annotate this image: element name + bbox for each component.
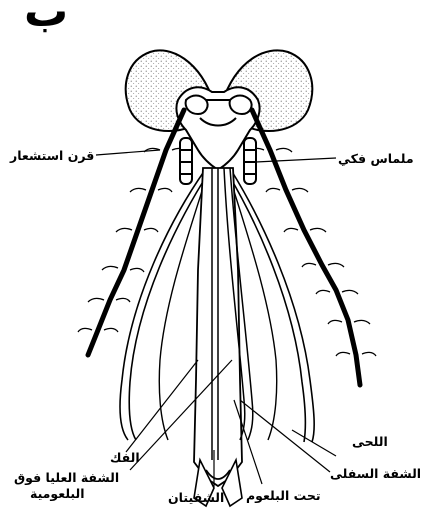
- label-antenna: قرن استشعار: [10, 148, 94, 163]
- label-hypopharynx: تحت البلعوم: [246, 488, 321, 503]
- label-mandible: الفك: [110, 450, 140, 465]
- label-labella: الشفيتان: [168, 490, 224, 505]
- label-labrum-epipharynx-2: البلعومية: [30, 486, 85, 501]
- label-maxillary-palp: ملماس فكي: [338, 151, 414, 166]
- label-labium: الشفة السفلى: [330, 466, 421, 481]
- label-maxilla: اللحى: [352, 434, 388, 449]
- label-labrum-epipharynx-1: الشفة العليا فوق: [14, 470, 119, 485]
